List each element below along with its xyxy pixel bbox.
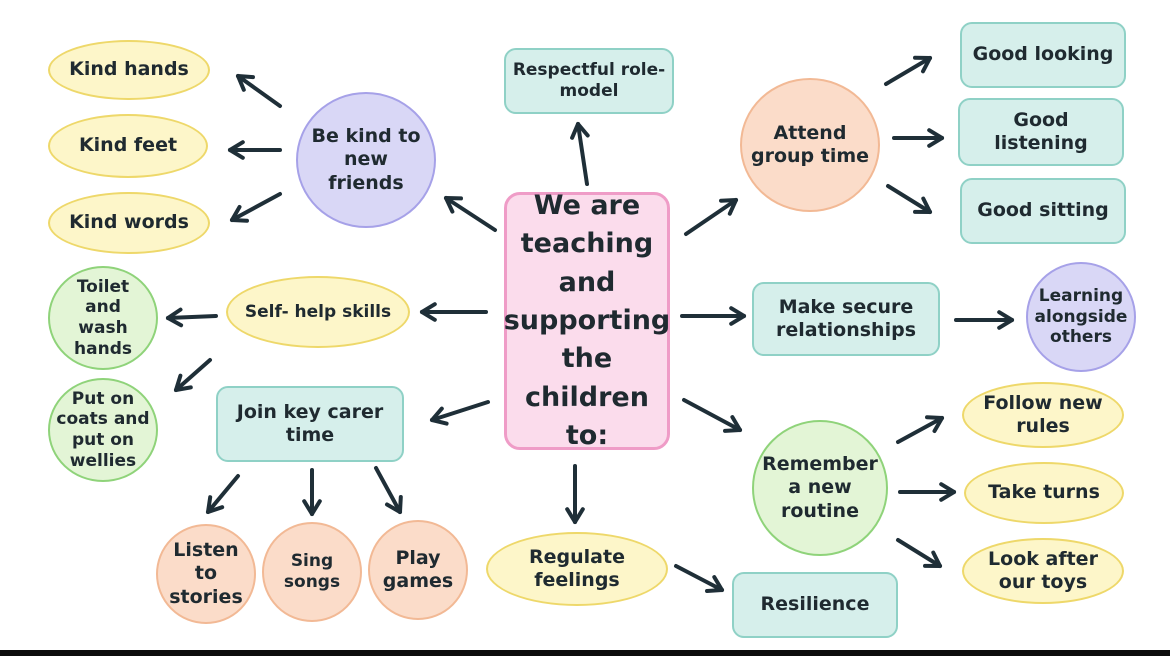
- arrow-to-coats: [174, 358, 212, 392]
- node-make-secure-relationships: Make secure relationships: [752, 282, 940, 356]
- arrow-to-follow-rules: [896, 415, 944, 444]
- node-regulate-feelings: Regulate feelings: [486, 532, 668, 606]
- node-kind-feet: Kind feet: [48, 114, 208, 178]
- node-kind-hands: Kind hands: [48, 40, 210, 100]
- node-resilience: Resilience: [732, 572, 898, 638]
- arrow-to-sing: [302, 468, 322, 516]
- arrow-to-kind-feet: [228, 140, 282, 160]
- arrow-to-regulate: [565, 464, 585, 524]
- node-play-games: Play games: [368, 520, 468, 620]
- arrow-to-listen: [206, 474, 240, 514]
- node-put-on-coats-and-wellies: Put on coats and put on wellies: [48, 378, 158, 482]
- arrow-to-take-turns: [898, 482, 956, 502]
- central-topic: We are teaching and supporting the child…: [503, 189, 671, 451]
- node-follow-new-rules: Follow new rules: [962, 382, 1124, 448]
- node-join-key-carer-time: Join key carer time: [216, 386, 404, 462]
- node-look-after-our-toys: Look after our toys: [962, 538, 1124, 604]
- arrow-to-toilet: [166, 307, 218, 328]
- node-remember-a-new-routine: Remember a new routine: [752, 420, 888, 556]
- node-self-help-skills: Self- help skills: [226, 276, 410, 348]
- arrow-to-remember: [682, 398, 742, 433]
- node-good-looking: Good looking: [960, 22, 1126, 88]
- arrow-to-secure: [680, 306, 746, 326]
- node-respectful-role-model: Respectful role- model: [504, 48, 674, 114]
- node-listen-to-stories: Listen to stories: [156, 524, 256, 624]
- arrow-to-play: [374, 466, 403, 514]
- arrow-to-role-model: [570, 122, 590, 186]
- node-good-listening: Good listening: [958, 98, 1124, 166]
- node-toilet-and-wash-hands: Toilet and wash hands: [48, 266, 158, 370]
- node-kind-words: Kind words: [48, 192, 210, 254]
- node-take-turns: Take turns: [964, 462, 1124, 524]
- node-learning-alongside-others: Learning alongside others: [1026, 262, 1136, 372]
- arrow-to-learning: [954, 310, 1014, 330]
- node-attend-group-time: Attend group time: [740, 78, 880, 212]
- node-good-sitting: Good sitting: [960, 178, 1126, 244]
- arrow-to-attend-group: [684, 198, 738, 236]
- arrow-to-good-listening: [892, 128, 944, 148]
- node-be-kind-to-new-friends: Be kind to new friends: [296, 92, 436, 228]
- arrow-to-be-kind: [444, 196, 497, 232]
- node-sing-songs: Sing songs: [262, 522, 362, 622]
- arrow-to-look-after: [896, 538, 942, 568]
- arrow-to-resilience: [674, 564, 724, 593]
- arrow-to-kind-words: [230, 192, 282, 223]
- arrow-to-good-sitting: [886, 184, 932, 214]
- arrow-to-kind-hands: [236, 74, 282, 108]
- bottom-rule: [0, 650, 1170, 656]
- arrow-to-self-help: [420, 302, 488, 322]
- arrow-to-key-carer: [430, 400, 490, 426]
- arrow-to-good-looking: [884, 55, 932, 86]
